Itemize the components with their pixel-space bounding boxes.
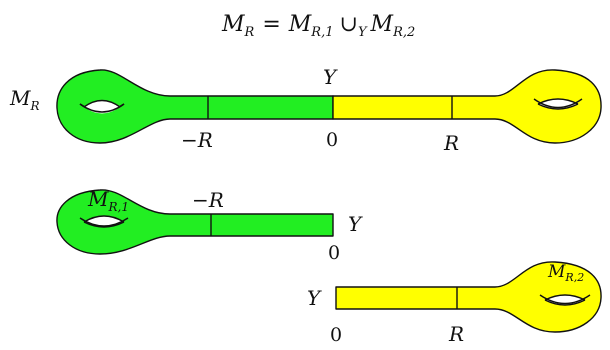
label-Y-mid: Y [348,212,363,236]
label-R-bottom: R [448,322,464,346]
label-minus-R-top: −R [181,128,213,152]
green-piece-MR1 [56,189,334,255]
label-zero-top: 0 [326,129,338,151]
right-hole-MR [533,98,583,110]
left-hole-MR [79,99,125,114]
manifold-part-1: MR,1 −R Y 0 [56,187,363,264]
label-MR1: MR,1 [87,187,129,214]
green-half-MR [56,69,334,144]
manifold-part-2: MR,2 Y 0 R [307,261,602,346]
label-zero-mid: 0 [328,242,340,264]
full-manifold: MR Y 0 −R R [9,65,602,155]
yellow-piece-MR2 [335,261,602,333]
hole-MR2 [539,294,591,306]
yellow-half-MR [332,69,602,144]
label-MR2: MR,2 [547,262,584,284]
label-minus-R-mid: −R [192,188,224,212]
label-R-top: R [443,131,459,155]
label-Y-bottom: Y [307,286,322,310]
label-Y-top: Y [323,65,338,89]
label-MR: MR [9,86,40,113]
hole-MR1 [79,215,129,228]
label-zero-bottom: 0 [330,324,342,346]
